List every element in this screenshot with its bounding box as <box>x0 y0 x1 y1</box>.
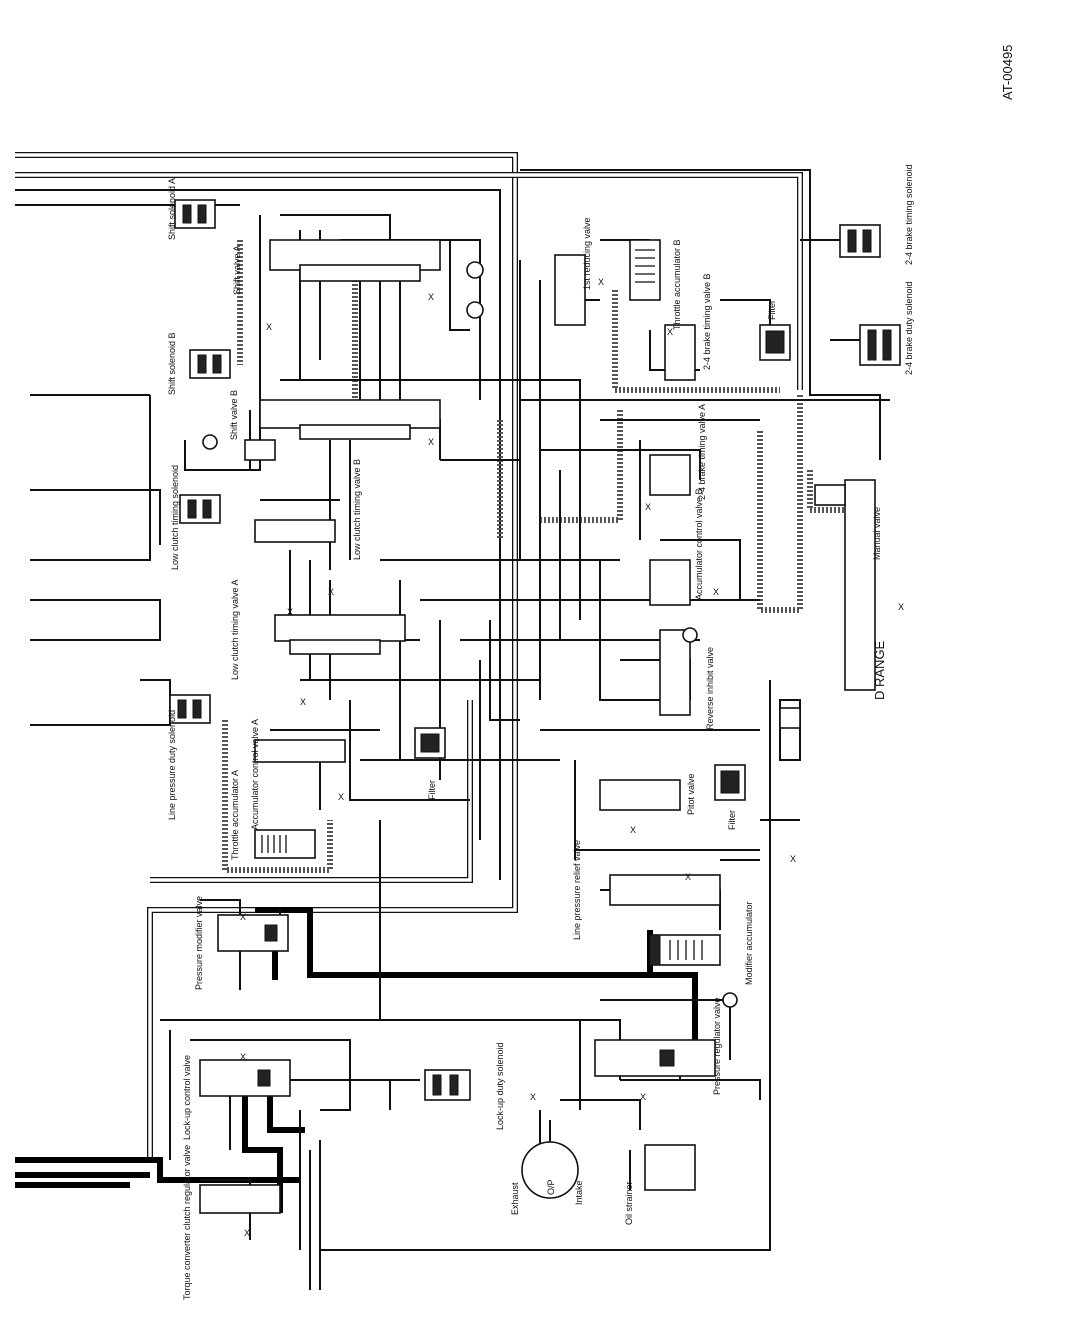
low-clutch-valve-a-body <box>274 614 406 642</box>
label-filter-1: Filter <box>427 780 437 800</box>
svg-text:X: X <box>428 292 434 302</box>
lockup-control-body <box>199 1059 291 1097</box>
low-clutch-solenoid-body <box>179 494 221 524</box>
brake-timing-solenoid-body <box>839 224 881 258</box>
label-tcc-regulator: Torque converter clutch regulator valve <box>182 1145 192 1300</box>
label-shift-solenoid-a: Shift solenoid A <box>167 178 177 240</box>
label-low-clutch-solenoid: Low clutch timing solenoid <box>170 465 180 570</box>
label-low-clutch-valve-b: Low clutch timing valve B <box>352 459 362 560</box>
svg-text:X: X <box>240 912 246 922</box>
label-brake-timing-solenoid: 2-4 brake timing solenoid <box>904 164 914 265</box>
svg-text:X: X <box>790 854 796 864</box>
line-pressure-solenoid-body <box>169 694 211 724</box>
label-d-range: D RANGE <box>872 640 887 700</box>
label-filter-3: Filter <box>727 810 737 830</box>
svg-text:X: X <box>240 1052 246 1062</box>
svg-text:X: X <box>630 825 636 835</box>
component-labels: Shift solenoid A Shift valve A Shift sol… <box>167 164 914 1300</box>
accumulator-control-b-body <box>649 559 691 606</box>
label-pressure-modifier: Pressure modifier valve <box>194 896 204 990</box>
label-throttle-accumulator-b: Throttle accumulator B <box>672 239 682 330</box>
shift-solenoid-a-body <box>174 199 216 229</box>
accumulator-control-a-body <box>254 739 346 763</box>
svg-text:X: X <box>300 697 306 707</box>
tcc-regulator-body <box>199 1184 281 1214</box>
label-filter-2: Filter <box>767 300 777 320</box>
low-clutch-valve-b-body <box>254 519 336 543</box>
oil-strainer-body <box>644 1144 696 1191</box>
shift-valve-b-body <box>259 399 441 429</box>
svg-text:X: X <box>645 502 651 512</box>
label-lockup-solenoid: Lock-up duty solenoid <box>495 1042 505 1130</box>
svg-text:X: X <box>667 327 673 337</box>
components <box>169 199 901 1214</box>
svg-text:X: X <box>266 322 272 332</box>
exhaust-marks: X X X X X X X X X X X X X X X X X X X X <box>240 277 904 1238</box>
label-brake-timing-a: 2-4 brake timing valve A <box>697 404 707 500</box>
hatched-lines <box>222 240 850 873</box>
svg-text:X: X <box>328 587 334 597</box>
label-shift-valve-b: Shift valve B <box>229 390 239 440</box>
throttle-accumulator-a-body <box>254 829 316 859</box>
throttle-accumulator-b-body <box>629 239 661 301</box>
label-oil-pump: O/P <box>546 1179 556 1195</box>
lockup-solenoid-body <box>424 1069 471 1101</box>
svg-text:X: X <box>598 277 604 287</box>
first-reducing-body <box>554 254 586 326</box>
reverse-inhibit-body <box>659 629 691 716</box>
manual-valve-body <box>844 479 876 691</box>
svg-text:X: X <box>685 872 691 882</box>
label-pressure-regulator: Pressure regulator valve <box>712 997 722 1095</box>
svg-text:X: X <box>428 437 434 447</box>
svg-text:X: X <box>640 1092 646 1102</box>
modifier-accumulator-body <box>649 934 721 966</box>
label-shift-valve-a: Shift valve A <box>232 245 242 295</box>
svg-text:X: X <box>338 792 344 802</box>
svg-text:X: X <box>530 1092 536 1102</box>
svg-text:X: X <box>713 587 719 597</box>
svg-text:X: X <box>287 607 293 617</box>
label-accumulator-control-a: Accumulator control valve A <box>250 719 260 830</box>
label-pitot-valve: Pitot valve <box>686 773 696 815</box>
label-modifier-accumulator: Modifier accumulator <box>744 901 754 985</box>
brake-timing-a-body <box>649 454 691 496</box>
relief-valve-body <box>609 874 721 906</box>
svg-text:X: X <box>244 1228 250 1238</box>
brake-timing-b-body <box>664 324 696 381</box>
label-low-clutch-valve-a: Low clutch timing valve A <box>230 579 240 680</box>
oil-pump-body <box>521 1141 579 1199</box>
label-intake: Intake <box>574 1180 584 1205</box>
label-exhaust: Exhaust <box>510 1182 520 1215</box>
figure-id: AT-00495 <box>1000 45 1015 100</box>
shift-solenoid-b-body <box>189 349 231 379</box>
label-shift-solenoid-b: Shift solenoid B <box>167 332 177 395</box>
label-manual-valve: Manual valve <box>872 507 882 560</box>
brake-duty-solenoid-body <box>859 324 901 366</box>
label-lockup-control: Lock-up control valve <box>182 1055 192 1140</box>
pitot-valve-body <box>599 779 681 811</box>
label-relief-valve: Line pressure relief valve <box>572 840 582 940</box>
label-first-reducing: 1st reducing valve <box>582 217 592 290</box>
pressure-regulator-body <box>594 1039 716 1077</box>
label-throttle-accumulator-a: Throttle accumulator A <box>230 770 240 860</box>
line-pressure-lines <box>15 907 698 1213</box>
label-oil-strainer: Oil strainer <box>624 1181 634 1225</box>
label-brake-duty-solenoid: 2-4 brake duty solenoid <box>904 281 914 375</box>
label-reverse-inhibit: Reverse inhibit valve <box>705 647 715 730</box>
label-line-pressure-solenoid: Line pressure duty solenoid <box>167 710 177 820</box>
label-brake-timing-b: 2-4 brake timing valve B <box>702 273 712 370</box>
label-accumulator-control-b: Accumulator control valve B <box>694 488 704 600</box>
svg-text:X: X <box>898 602 904 612</box>
